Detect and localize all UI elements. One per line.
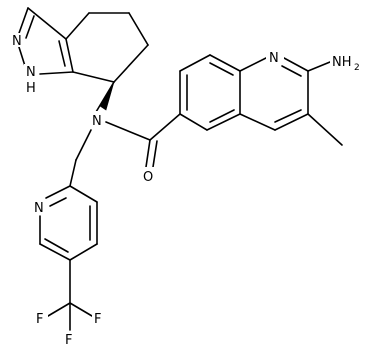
bond-py5-py6 (39, 243, 71, 261)
atom-nh2: NH (332, 55, 352, 70)
bond-q2-nh2 (307, 61, 331, 72)
atom-n-pyridine: N (34, 201, 44, 216)
bond-q4-q4a (239, 113, 276, 131)
bond-n1-c7a (39, 71, 74, 75)
bond-c5-c6 (128, 12, 149, 46)
bond-c7a-c3a (65, 38, 74, 73)
bond-q3-q4-inner (274, 109, 302, 123)
atom-label-layer: N N H N N NH 2 O N F F F (10, 33, 366, 348)
atom-f-left: F (36, 312, 43, 327)
bond-q3-methyl (307, 113, 343, 146)
bond-c-o-double-a (145, 139, 151, 168)
bond-carbonyl-c6q (149, 113, 181, 141)
bond-c7-c7a (72, 71, 115, 83)
atom-n-amide: N (92, 114, 102, 129)
atom-f-right: F (94, 312, 101, 327)
bond-q5-q4a-inner (209, 109, 235, 123)
bond-n2-n1 (17, 43, 26, 67)
bond-c3-n2-double (17, 7, 29, 37)
bond-c3-n2-double-inner (25, 15, 35, 39)
bond-ch2-py2 (69, 159, 77, 187)
bond-n-ch2 (75, 129, 92, 161)
atom-n1-pyrazole: N (26, 65, 36, 80)
atom-n-quinoline: N (269, 51, 279, 66)
atom-f-bottom: F (65, 333, 72, 348)
bond-n-py2 (45, 185, 71, 199)
bond-n-carbonyl (105, 121, 151, 141)
bond-c7a-c3a-inner (58, 40, 66, 67)
bond-q8a-q8 (209, 54, 241, 72)
bond-q5-q4a (206, 113, 241, 131)
bond-c-f-left (47, 302, 71, 317)
atom-nh2-subscript: 2 (354, 63, 360, 73)
bond-q8a-q8-inner (209, 62, 234, 76)
bond-c-o-double-b (152, 140, 158, 168)
bond-q6-q5 (179, 113, 208, 131)
bond-c3a-c4 (65, 12, 90, 40)
bond-q3-q4 (274, 113, 309, 131)
bond-q8a-n1 (239, 57, 267, 72)
bond-py4-py5 (69, 243, 98, 261)
bond-n1-q2 (283, 57, 309, 72)
bond-q8-q7 (179, 54, 211, 72)
atom-o-carbonyl: O (143, 170, 153, 185)
bond-n1-q2-inner (281, 65, 302, 77)
stereo-wedge-bond (99, 81, 115, 111)
bond-c6-c7 (113, 44, 149, 83)
atom-h-pyrazole: H (26, 81, 36, 96)
bond-c-f-right (69, 302, 93, 317)
bond-py5-py6-inner (44, 238, 69, 253)
atom-n2-pyrazole: N (12, 34, 22, 49)
bond-n-py2-inner (49, 197, 67, 207)
bond-c3a-c3 (27, 7, 67, 40)
bond-py2-py3 (69, 185, 98, 203)
bond-layer (17, 7, 343, 331)
